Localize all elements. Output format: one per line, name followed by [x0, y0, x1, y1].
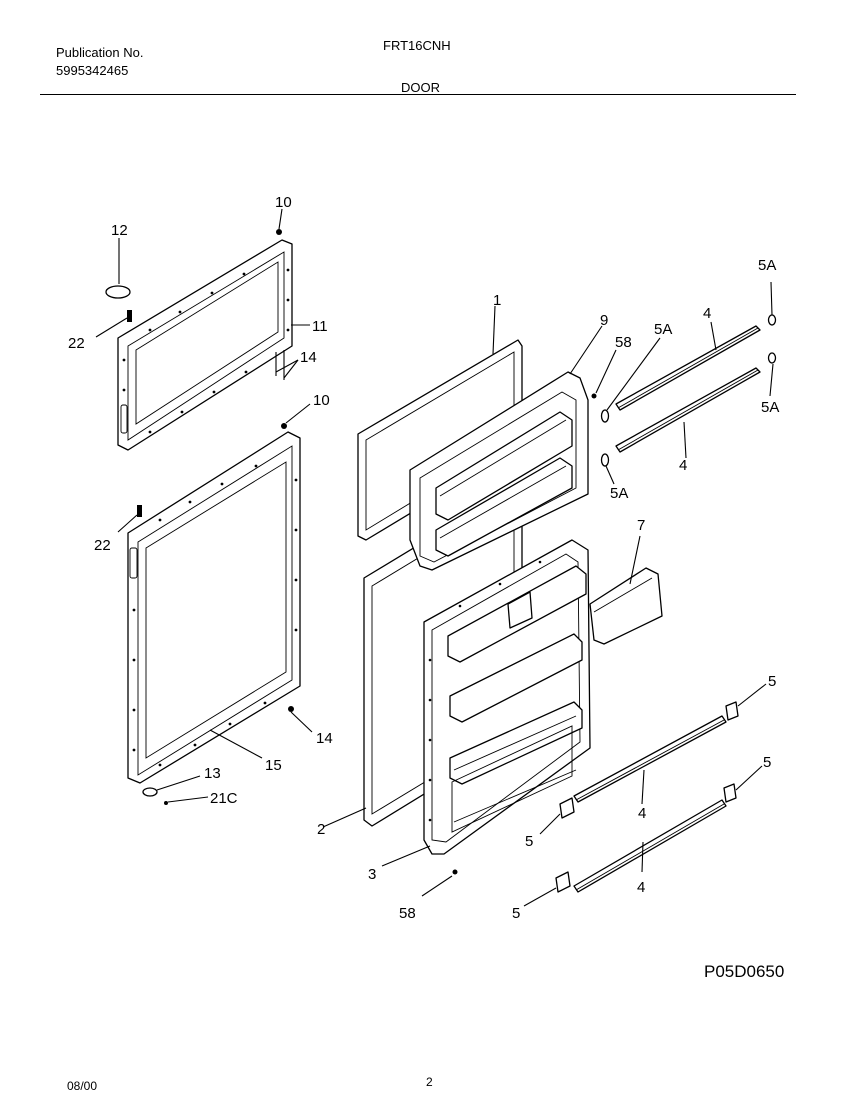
callout-5a-top-right: 5A	[758, 257, 776, 274]
shelf-end-caps	[523, 683, 767, 907]
callout-2: 2	[317, 821, 325, 838]
model-number: FRT16CNH	[383, 38, 451, 53]
retainer-clips-upper	[600, 281, 777, 485]
callout-5a-right: 5A	[761, 399, 779, 416]
section-title: DOOR	[401, 80, 440, 95]
callout-9: 9	[600, 312, 608, 329]
callout-5a-lower: 5A	[610, 485, 628, 502]
callout-7: 7	[637, 517, 645, 534]
callout-4-lower-b: 4	[637, 879, 645, 896]
callout-11: 11	[312, 318, 328, 335]
screws-freezer	[275, 350, 299, 380]
callout-10-top: 10	[275, 194, 292, 211]
freezer-inner-liner	[409, 325, 603, 571]
callout-14-lower: 14	[316, 730, 333, 747]
hinge-parts	[142, 775, 209, 805]
dairy-door	[589, 535, 663, 645]
callout-13: 13	[204, 765, 221, 782]
freezer-door-panel	[117, 239, 293, 451]
fresh-food-shelf-rails	[573, 715, 727, 893]
callout-58-lower: 58	[399, 905, 416, 922]
liner-screw-upper	[591, 349, 617, 399]
callout-5-upper-right: 5	[768, 673, 776, 690]
freezer-shelf-rails	[615, 321, 761, 459]
screw-top	[95, 310, 132, 338]
publication-number: 5995342465	[56, 63, 129, 78]
hinge-pin-top	[276, 208, 283, 235]
callout-15: 15	[265, 757, 282, 774]
footer-date: 08/00	[67, 1079, 98, 1093]
callout-4-upper-a: 4	[703, 305, 711, 322]
callout-14-top: 14	[300, 349, 317, 366]
callout-4-lower-a: 4	[638, 805, 646, 822]
callout-22-top: 22	[68, 335, 85, 352]
callout-58-upper: 58	[615, 334, 632, 351]
callout-5a-middle: 5A	[654, 321, 672, 338]
callout-3: 3	[368, 866, 376, 883]
screw-lower	[117, 505, 142, 533]
callout-21c: 21C	[210, 790, 238, 807]
fresh-food-inner-liner	[381, 539, 591, 867]
callout-1: 1	[493, 292, 501, 309]
publication-label: Publication No.	[56, 45, 144, 60]
callout-22-lower: 22	[94, 537, 111, 554]
figure-code: P05D0650	[704, 962, 785, 981]
callout-4-upper-b: 4	[679, 457, 687, 474]
fresh-food-door-panel	[127, 431, 301, 784]
callout-12: 12	[111, 222, 128, 239]
callout-labels: 10 12 22 11 14 10 22 15 14 13 21C 1 2 3 …	[68, 194, 779, 922]
footer-page-number: 2	[426, 1075, 433, 1089]
callout-5-lower-right: 5	[763, 754, 771, 771]
callout-5-bottom-left: 5	[512, 905, 520, 922]
plug-button	[105, 285, 131, 299]
liner-screw-lower	[421, 869, 458, 897]
callout-5-middle-left: 5	[525, 833, 533, 850]
callout-10-lower: 10	[313, 392, 330, 409]
hinge-pin-lower	[281, 403, 311, 429]
header-rule	[40, 94, 796, 95]
